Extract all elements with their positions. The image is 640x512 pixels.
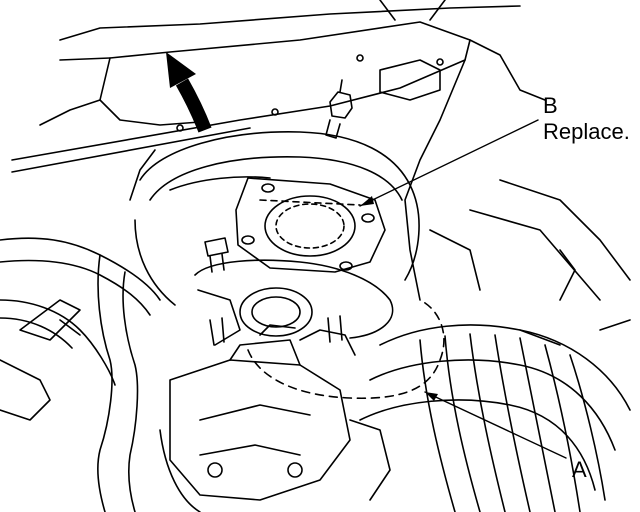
callout-note-b: Replace. [543, 119, 630, 144]
master-cylinder-flange [194, 259, 394, 346]
mounting-gasket [235, 177, 386, 273]
vacuum-hose [247, 299, 445, 400]
brake-booster [134, 131, 420, 306]
callout-label-a: A [572, 457, 587, 482]
vacuum-check-valve [325, 79, 353, 139]
body-panel [11, 0, 546, 173]
arrowhead-a [425, 392, 438, 401]
intake-duct [359, 324, 631, 512]
callout-label-b: B [543, 93, 558, 118]
throttle-body [159, 324, 391, 512]
left-hoses [0, 149, 161, 512]
arrowhead-b [360, 196, 374, 206]
right-side-structure [404, 59, 631, 346]
mounting-studs [204, 237, 343, 346]
leader-line-a [424, 391, 567, 459]
up-arrow-icon [166, 52, 212, 133]
leader-line-b [359, 119, 539, 207]
